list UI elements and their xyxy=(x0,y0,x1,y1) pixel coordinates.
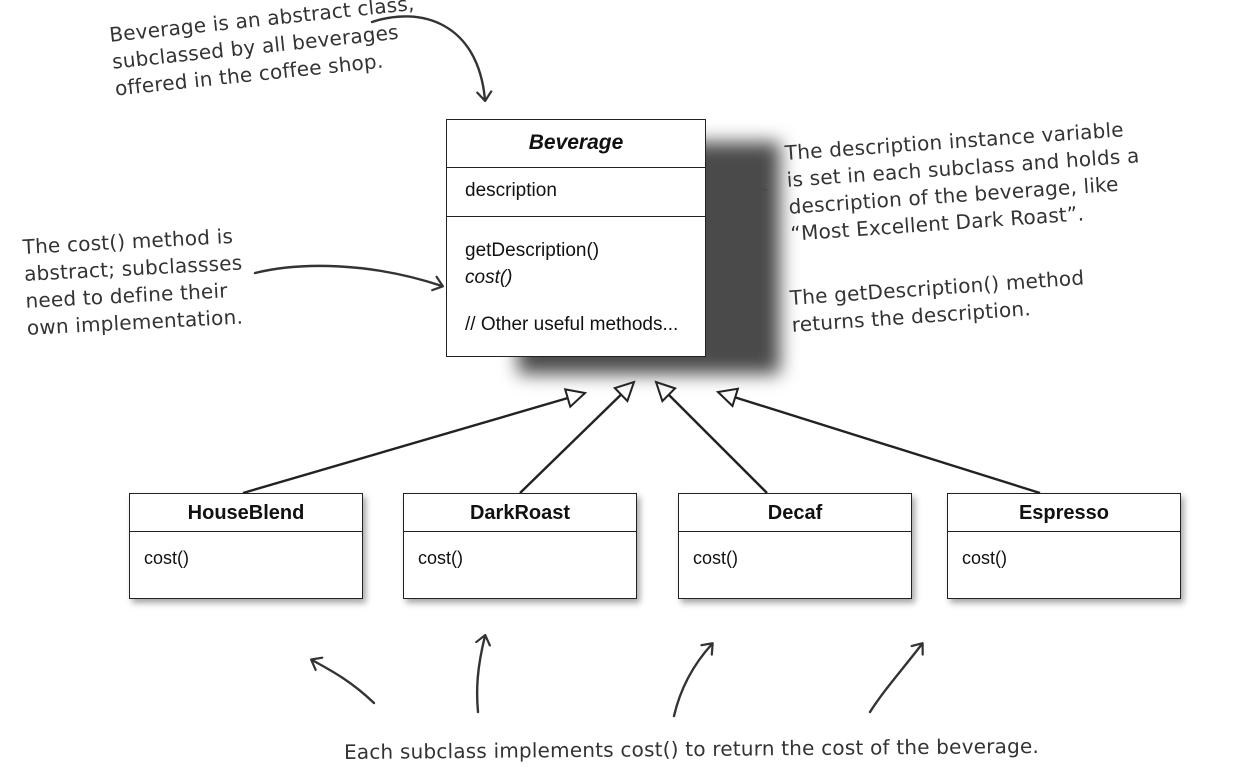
beverage-method-getdescription: getDescription() xyxy=(465,240,600,261)
houseblend-method-cost: cost() xyxy=(144,548,189,568)
beverage-method-cost: cost() xyxy=(465,267,513,288)
beverage-methods-comment: // Other useful methods... xyxy=(465,314,679,335)
beverage-attributes: description xyxy=(447,168,705,217)
inheritance-darkroast xyxy=(519,382,634,494)
annotation-cost-method: The cost() method is abstract; subclasss… xyxy=(22,223,246,342)
espresso-method-cost: cost() xyxy=(962,548,1007,568)
inheritance-decaf xyxy=(656,382,768,494)
note-top-arrow xyxy=(370,15,485,100)
inheritance-houseblend xyxy=(242,393,585,495)
darkroast-class-name: DarkRoast xyxy=(404,494,636,532)
espresso-class-box: Espresso cost() xyxy=(947,493,1181,599)
espresso-class-name: Espresso xyxy=(948,494,1180,532)
darkroast-methods: cost() xyxy=(404,532,636,569)
bottom-arrow-houseblend xyxy=(312,660,376,705)
beverage-class-name: Beverage xyxy=(447,120,705,168)
bottom-arrow-espresso xyxy=(868,644,922,714)
houseblend-class-name: HouseBlend xyxy=(130,494,362,532)
darkroast-class-box: DarkRoast cost() xyxy=(403,493,637,599)
beverage-methods: getDescription() cost() // Other useful … xyxy=(447,217,705,338)
espresso-methods: cost() xyxy=(948,532,1180,569)
decaf-class-name: Decaf xyxy=(679,494,911,532)
beverage-class-box: Beverage description getDescription() co… xyxy=(446,119,706,357)
decaf-methods: cost() xyxy=(679,532,911,569)
bottom-arrow-decaf xyxy=(672,644,712,718)
decaf-class-box: Decaf cost() xyxy=(678,493,912,599)
beverage-attribute-description: description xyxy=(465,180,557,201)
houseblend-class-box: HouseBlend cost() xyxy=(129,493,363,599)
decaf-method-cost: cost() xyxy=(693,548,738,568)
darkroast-method-cost: cost() xyxy=(418,548,463,568)
note-left-arrow xyxy=(253,264,442,286)
inheritance-espresso xyxy=(718,392,1041,495)
bottom-arrow-darkroast xyxy=(477,636,485,714)
houseblend-methods: cost() xyxy=(130,532,362,569)
